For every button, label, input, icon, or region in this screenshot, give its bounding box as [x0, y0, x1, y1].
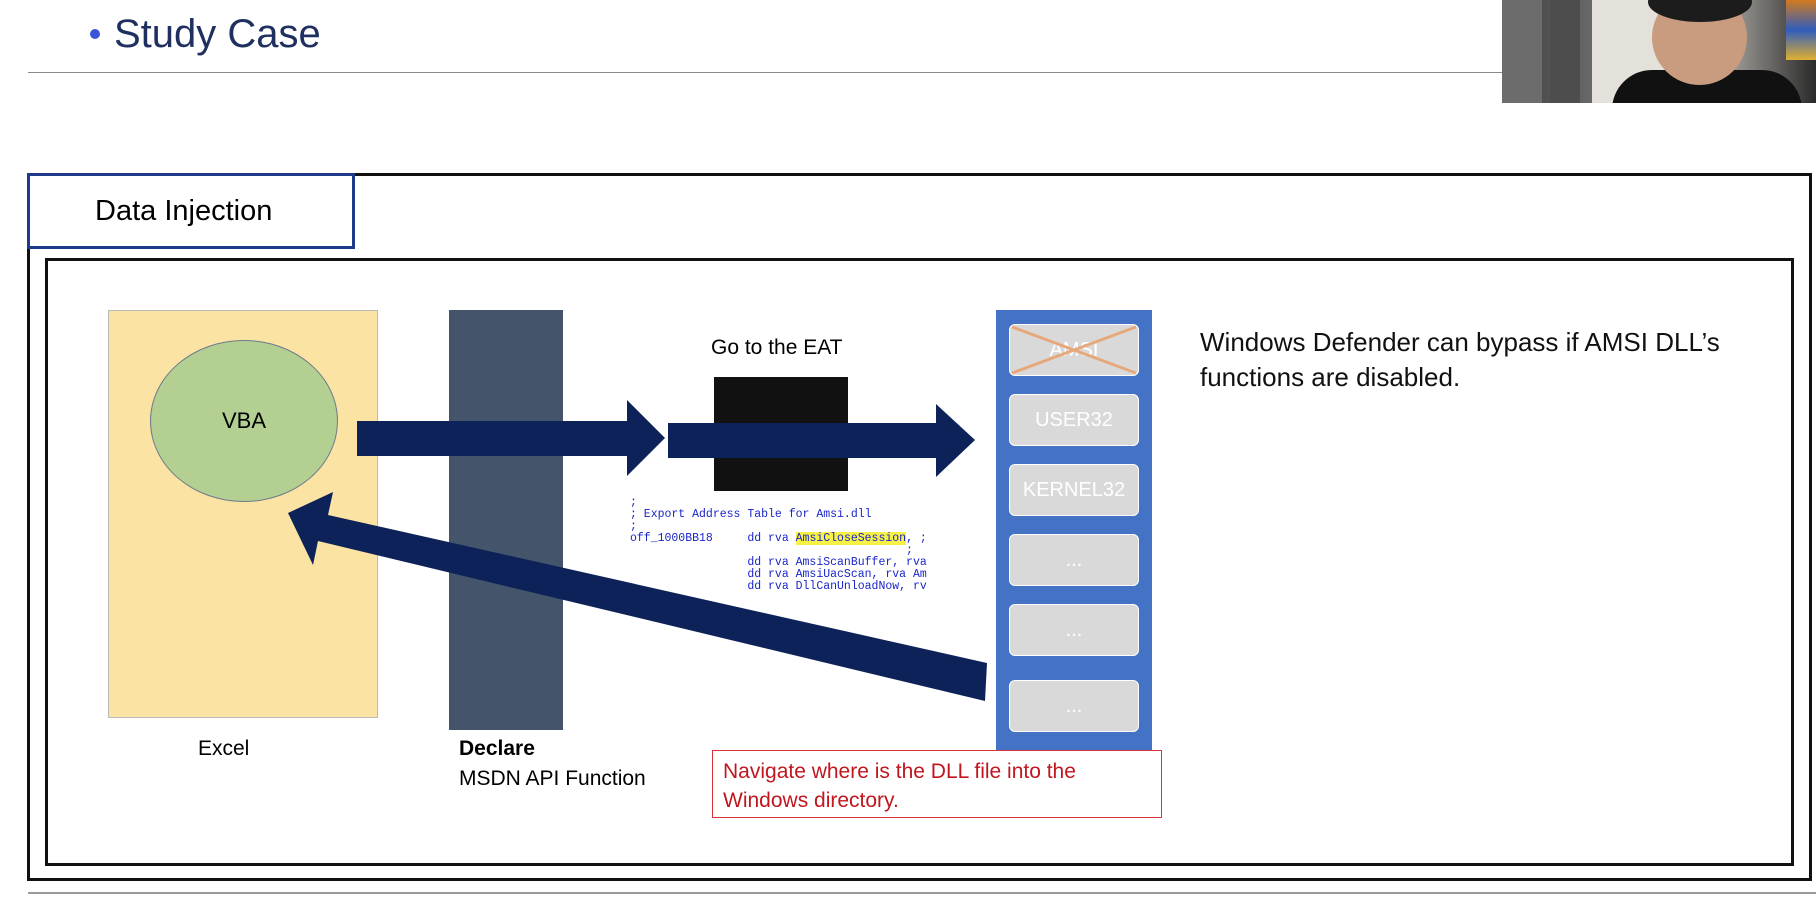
excel-label: Excel	[198, 737, 250, 760]
dll-item-amsi: AMSI	[1009, 324, 1139, 376]
arrow-excel-to-eat	[357, 400, 665, 476]
declare-column	[449, 310, 563, 730]
declare-label: Declare	[459, 737, 535, 760]
defender-note: Windows Defender can bypass if AMSI DLL’…	[1200, 327, 1720, 392]
dll-item-kernel32: KERNEL32	[1009, 464, 1139, 516]
dll-item-ellipsis-3: ...	[1009, 680, 1139, 732]
export-table-code: ; ; Export Address Table for Amsi.dll ; …	[630, 497, 927, 597]
strike-through-icon	[1011, 325, 1137, 375]
bullet-icon	[90, 29, 100, 39]
diagram-outer-frame	[27, 173, 1812, 881]
dll-item-ellipsis-2: ...	[1009, 604, 1139, 656]
arrow-dll-to-vba	[288, 492, 987, 701]
vba-ellipse: VBA	[150, 340, 338, 502]
slide-title: Study Case	[114, 11, 321, 56]
arrow-eat-to-dll	[668, 404, 975, 477]
dll-item-user32: USER32	[1009, 394, 1139, 446]
msdn-api-label: MSDN API Function	[459, 767, 646, 790]
slide-title-row: Study Case	[90, 4, 321, 64]
highlighted-function: AmsiCloseSession	[795, 532, 907, 545]
dll-column: AMSI USER32 KERNEL32 ... ... ...	[996, 310, 1152, 750]
section-tab-label: Data Injection	[95, 194, 273, 227]
webcam-video	[1502, 0, 1816, 103]
eat-label: Go to the EAT	[711, 336, 843, 359]
navigate-callout: Navigate where is the DLL file into the …	[712, 750, 1162, 818]
vba-label: VBA	[221, 408, 267, 433]
bottom-divider	[28, 892, 1816, 894]
diagram-inner-frame	[45, 258, 1794, 866]
title-divider	[28, 72, 1508, 73]
dll-item-ellipsis-1: ...	[1009, 534, 1139, 586]
section-tab: Data Injection	[27, 173, 355, 249]
